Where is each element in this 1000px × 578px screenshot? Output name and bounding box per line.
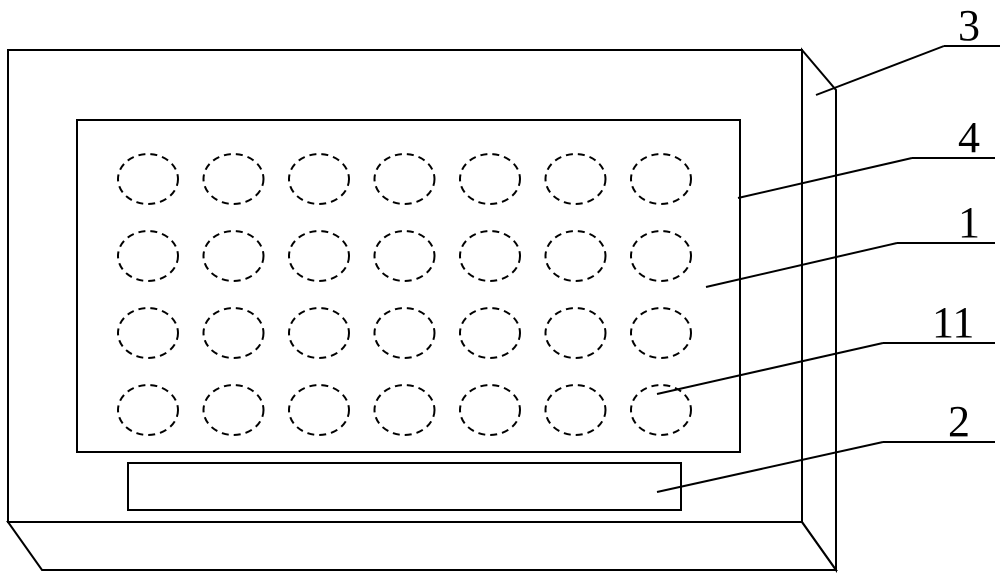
leader-line-11 [657,343,883,394]
hole [546,385,606,435]
hole [375,308,435,358]
leader-line-2 [657,442,883,492]
hole [118,308,178,358]
hole [631,308,691,358]
inner-panel [77,120,740,452]
hole [204,154,264,204]
hole [546,231,606,281]
leader-line-3 [816,46,944,95]
label-2: 2 [948,397,970,446]
label-3: 3 [958,1,980,50]
hole [289,154,349,204]
box-bottom-face [8,522,836,570]
hole [631,231,691,281]
hole [375,231,435,281]
hole [204,385,264,435]
leader-line-4 [738,158,912,198]
hole [375,154,435,204]
hole [631,154,691,204]
hole [375,385,435,435]
label-1: 1 [958,198,980,247]
hole [546,154,606,204]
hole [118,385,178,435]
label-4: 4 [958,113,980,162]
hole [289,308,349,358]
box-right-face [802,50,836,570]
hole [289,385,349,435]
label-11: 11 [932,298,974,347]
hole [204,308,264,358]
hole [460,231,520,281]
hole [460,308,520,358]
hole-grid [118,154,691,435]
hole [460,385,520,435]
hole [460,154,520,204]
hole [118,231,178,281]
hole [118,154,178,204]
slot [128,463,681,510]
hole [546,308,606,358]
hole [289,231,349,281]
hole [204,231,264,281]
